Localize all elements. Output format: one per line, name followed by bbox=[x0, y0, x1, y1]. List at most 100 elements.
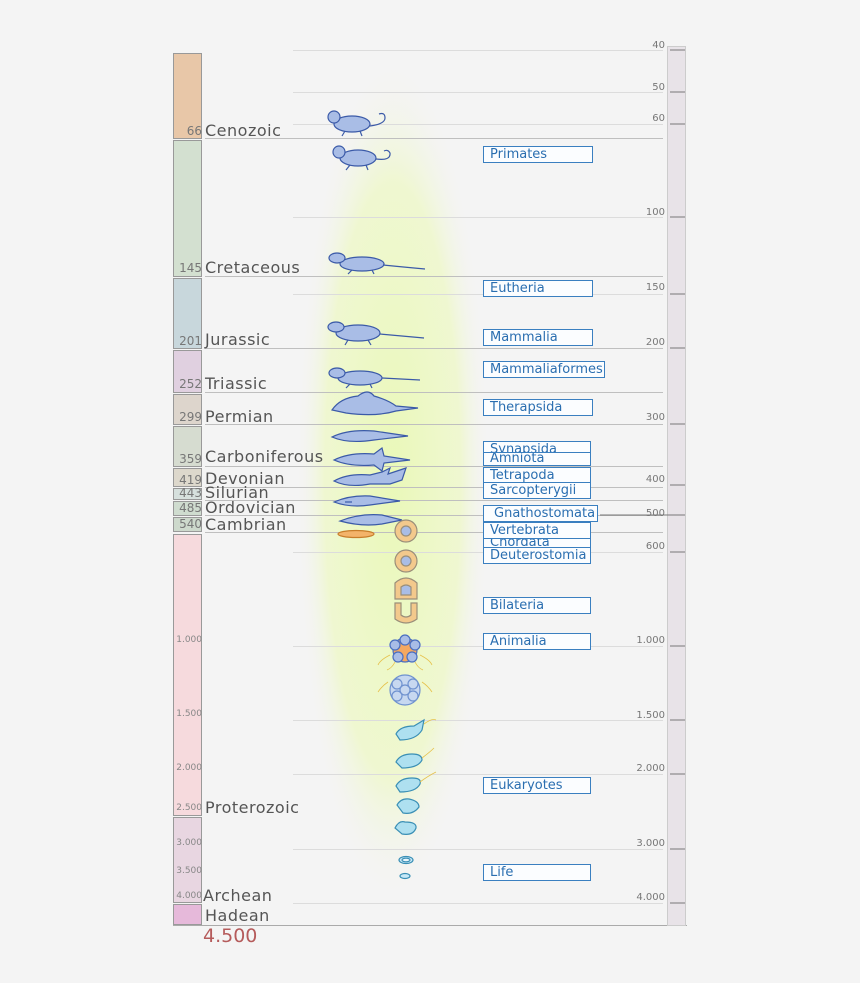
scale-tick-label: 300 bbox=[645, 412, 665, 423]
scale-tick-label: 150 bbox=[645, 282, 665, 293]
boundary-line bbox=[205, 392, 663, 393]
tetrapod-icon bbox=[332, 446, 411, 473]
era-label-cretaceous: Cretaceous bbox=[205, 258, 301, 277]
strat-devonian bbox=[173, 468, 202, 487]
scale-tick-label: 400 bbox=[645, 474, 665, 485]
sarcopterygian-icon bbox=[332, 466, 407, 487]
scale-line bbox=[293, 552, 663, 553]
scale-tick-label: 1.500 bbox=[636, 710, 665, 721]
clade-sarcopterygii: Sarcopterygii bbox=[483, 482, 591, 499]
synapsid-icon bbox=[330, 430, 409, 443]
archean-age: 4.000 bbox=[176, 891, 202, 901]
protist-icon bbox=[394, 718, 425, 835]
era-label-devonian: Devonian bbox=[205, 469, 285, 488]
era-label-hadean: Hadean bbox=[205, 906, 270, 925]
clade-gnathostomata: Gnathostomata bbox=[483, 505, 598, 522]
scale-line bbox=[293, 774, 663, 775]
deuterostome-embryo-icon bbox=[394, 519, 418, 624]
clade-amniota: Amniota bbox=[483, 452, 591, 466]
animal-colony-icon bbox=[389, 634, 421, 663]
scale-tick-label: 60 bbox=[652, 113, 665, 124]
clade-therapsida: Therapsida bbox=[483, 399, 593, 416]
scale-tick-label: 2.000 bbox=[636, 763, 665, 774]
clade-primates: Primates bbox=[483, 146, 593, 163]
era-label-proterozoic: Proterozoic bbox=[205, 798, 300, 817]
scale-line bbox=[293, 849, 663, 850]
era-label-permian: Permian bbox=[205, 407, 274, 426]
proterozoic-age: 1.000 bbox=[176, 635, 202, 645]
archean-age: 3.000 bbox=[176, 838, 202, 848]
scale-line bbox=[293, 646, 663, 647]
clade-animalia: Animalia bbox=[483, 633, 591, 650]
clade-life: Life bbox=[483, 864, 591, 881]
scale-tick-label: 4.000 bbox=[636, 892, 665, 903]
mammal-icon bbox=[327, 321, 425, 346]
protist-flagella-icon bbox=[419, 719, 437, 783]
era-label-jurassic: Jurassic bbox=[205, 330, 271, 349]
scale-tick-label: 40 bbox=[652, 40, 665, 51]
era-age: 443 bbox=[179, 486, 202, 500]
era-label-cambrian: Cambrian bbox=[205, 515, 287, 534]
clade-bilateria: Bilateria bbox=[483, 597, 591, 614]
era-age: 252 bbox=[179, 377, 202, 391]
strat-carboniferous bbox=[173, 426, 202, 467]
strat-cambrian bbox=[173, 517, 202, 532]
era-label-triassic: Triassic bbox=[205, 374, 268, 393]
scale-tick-label: 3.000 bbox=[636, 838, 665, 849]
era-age: 299 bbox=[179, 410, 202, 424]
strat-silurian bbox=[173, 488, 202, 500]
chordate-icon bbox=[337, 529, 375, 539]
boundary-line bbox=[205, 276, 663, 277]
boundary-line bbox=[205, 532, 663, 533]
era-age: 485 bbox=[179, 501, 202, 515]
clade-deuterostomia: Deuterostomia bbox=[483, 547, 591, 564]
boundary-line bbox=[205, 466, 663, 467]
proterozoic-age: 2.000 bbox=[176, 763, 202, 773]
strat-hadean bbox=[173, 904, 202, 925]
boundary-line bbox=[205, 487, 663, 488]
bottom-line bbox=[173, 925, 687, 926]
strat-triassic bbox=[173, 350, 202, 393]
vertebrate-icon bbox=[338, 514, 403, 526]
era-label-archean: Archean bbox=[203, 886, 273, 905]
strat-ordovician bbox=[173, 501, 202, 516]
mammaliaform-icon bbox=[328, 367, 421, 389]
prokaryote-icon bbox=[398, 855, 414, 880]
scale-tick-label: 200 bbox=[645, 337, 665, 348]
scale-tick-label: 600 bbox=[645, 541, 665, 552]
era-age: 540 bbox=[179, 517, 202, 531]
strat-permian bbox=[173, 394, 202, 425]
scale-tick-label: 50 bbox=[652, 82, 665, 93]
choanoflagellate-colony-icon bbox=[389, 674, 421, 706]
era-age: 201 bbox=[179, 334, 202, 348]
scale-line bbox=[293, 92, 663, 93]
era-label-silurian: Silurian bbox=[205, 483, 270, 502]
clade-mammaliaformes: Mammaliaformes bbox=[483, 361, 605, 378]
proterozoic-age: 2.500 bbox=[176, 803, 202, 813]
strat-cenozoic bbox=[173, 53, 202, 139]
strat-jurassic bbox=[173, 278, 202, 349]
strat-proterozoic bbox=[173, 534, 202, 816]
strat-cretaceous bbox=[173, 140, 202, 277]
strat-archean bbox=[173, 817, 202, 903]
eutherian-icon bbox=[328, 252, 426, 275]
clade-eutheria: Eutheria bbox=[483, 280, 593, 297]
boundary-line bbox=[205, 500, 663, 501]
flagella-icon bbox=[377, 654, 433, 693]
primate-icon bbox=[327, 110, 386, 137]
early-primate-icon bbox=[332, 145, 391, 171]
boundary-line bbox=[205, 515, 663, 516]
clade-vertebrata: Vertebrata bbox=[483, 522, 591, 539]
scale-tick-label: 100 bbox=[645, 207, 665, 218]
therapsid-icon bbox=[331, 391, 419, 416]
era-label-cenozoic: Cenozoic bbox=[205, 121, 282, 140]
era-label-ordovician: Ordovician bbox=[205, 498, 296, 517]
era-label-carboniferous: Carboniferous bbox=[205, 447, 324, 466]
proterozoic-age: 1.500 bbox=[176, 709, 202, 719]
scale-bar bbox=[667, 46, 686, 926]
scale-line bbox=[293, 50, 663, 51]
scale-line bbox=[293, 720, 663, 721]
